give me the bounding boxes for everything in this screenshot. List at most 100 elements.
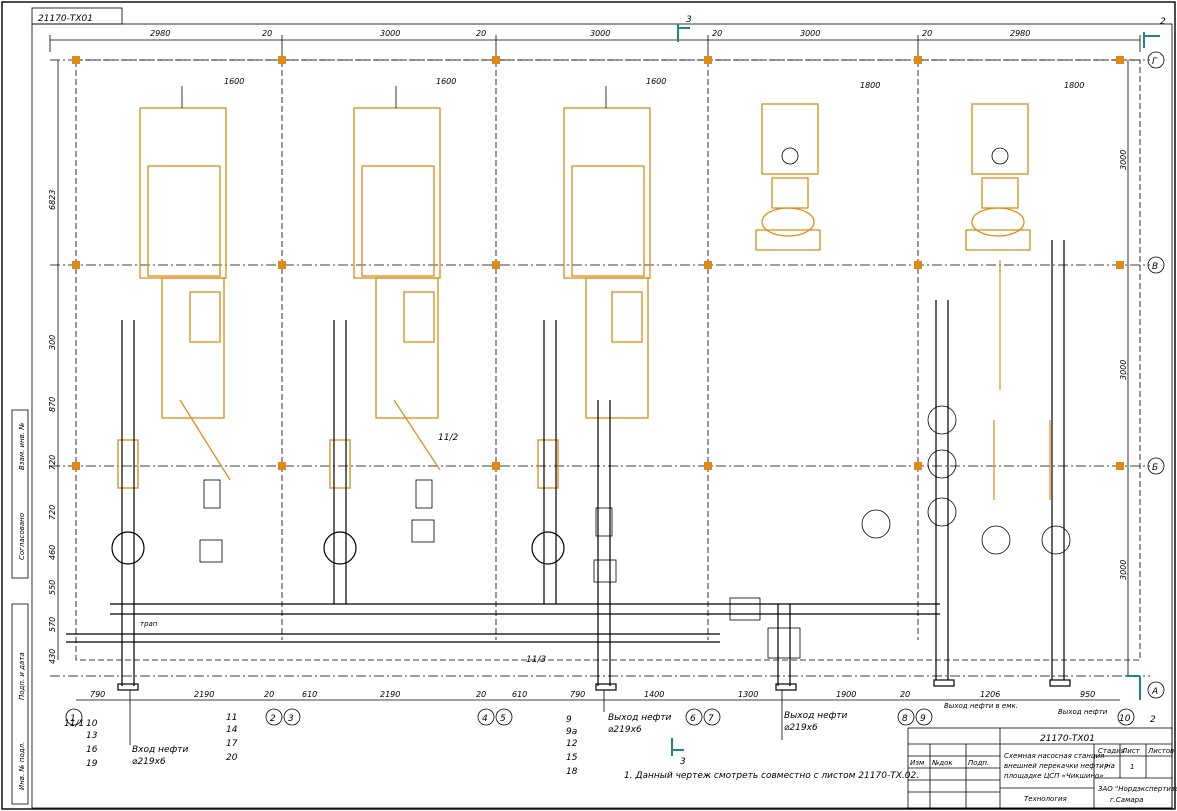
- svg-text:№док: №док: [931, 759, 953, 767]
- svg-text:460: 460: [48, 545, 57, 560]
- svg-text:3000: 3000: [1119, 560, 1128, 580]
- svg-text:6: 6: [690, 714, 696, 724]
- main-header-pipe: [66, 603, 940, 643]
- pump-unit-3: 1600: [531, 77, 666, 565]
- svg-text:11/3: 11/3: [526, 655, 546, 665]
- pump-unit-5: 1800: [965, 81, 1084, 251]
- left-dimensions: 6823 300 870 720 720 460 550 570 430: [48, 60, 59, 664]
- svg-text:21170-ТХ01: 21170-ТХ01: [38, 14, 93, 24]
- svg-text:площадке ЦСП «Чикшино»: площадке ЦСП «Чикшино»: [1004, 772, 1104, 780]
- svg-text:3000: 3000: [1119, 360, 1128, 380]
- svg-text:3: 3: [680, 757, 686, 767]
- building-grid: [50, 52, 1150, 677]
- svg-text:2190: 2190: [194, 690, 214, 699]
- svg-text:В: В: [1152, 262, 1158, 272]
- svg-text:10: 10: [86, 719, 98, 729]
- svg-text:1: 1: [1130, 763, 1134, 771]
- svg-text:300: 300: [48, 335, 57, 350]
- svg-text:Стадия: Стадия: [1098, 747, 1125, 755]
- svg-text:Схемная насосная станция: Схемная насосная станция: [1004, 752, 1104, 760]
- top-dimensions: 2980 20 3000 20 3000 20 3000 20 2980: [49, 29, 1141, 52]
- svg-text:5: 5: [500, 714, 506, 724]
- svg-text:7: 7: [708, 714, 714, 724]
- title-block: 21170-ТХ01 Схемная насосная станция внеш…: [907, 727, 1177, 809]
- valves-and-flanges: [199, 405, 1071, 659]
- svg-text:570: 570: [48, 617, 57, 632]
- vertical-pipes: [121, 240, 1065, 686]
- svg-text:1600: 1600: [224, 77, 244, 86]
- svg-text:19: 19: [86, 759, 98, 769]
- svg-text:Согласовано: Согласовано: [18, 513, 26, 560]
- svg-text:Взам. инв. №: Взам. инв. №: [18, 422, 26, 470]
- svg-text:3: 3: [288, 714, 294, 724]
- svg-text:Р: Р: [1104, 763, 1109, 771]
- svg-text:20: 20: [900, 690, 910, 699]
- svg-text:внешней перекачки нефти на: внешней перекачки нефти на: [1004, 762, 1115, 770]
- section-marker-bottom: 3: [671, 738, 686, 767]
- svg-text:20: 20: [476, 690, 486, 699]
- orange-pipes: [179, 260, 1051, 500]
- general-note: 1. Данный чертеж смотреть совместно с ли…: [624, 771, 919, 781]
- svg-text:1400: 1400: [644, 690, 664, 699]
- svg-text:ЗАО "Нордэкспертиза": ЗАО "Нордэкспертиза": [1098, 785, 1177, 793]
- svg-text:Выход нефти: Выход нефти: [784, 711, 848, 721]
- svg-text:2: 2: [270, 714, 276, 724]
- svg-text:20: 20: [264, 690, 274, 699]
- svg-text:2: 2: [1150, 715, 1156, 725]
- svg-text:9: 9: [920, 714, 926, 724]
- svg-text:1800: 1800: [1064, 81, 1084, 90]
- svg-text:20: 20: [262, 29, 272, 38]
- drawing-frame: [31, 23, 1173, 809]
- inlet-nozzles: [117, 679, 1071, 691]
- svg-text:430: 430: [48, 649, 57, 664]
- svg-text:⌀219х6: ⌀219х6: [608, 725, 642, 735]
- svg-text:Выход нефти: Выход нефти: [608, 713, 672, 723]
- svg-text:4: 4: [482, 714, 488, 724]
- svg-text:1: 1: [70, 714, 76, 724]
- svg-text:Листов: Листов: [1147, 747, 1174, 755]
- svg-text:трап: трап: [140, 620, 158, 628]
- callout-mid: 9 9а 12 15 18: [566, 715, 578, 777]
- svg-text:⌀219х6: ⌀219х6: [784, 723, 818, 733]
- svg-text:20: 20: [712, 29, 722, 38]
- svg-text:Изм: Изм: [910, 759, 925, 767]
- svg-text:790: 790: [90, 690, 105, 699]
- svg-text:3000: 3000: [800, 29, 820, 38]
- svg-text:3000: 3000: [1119, 150, 1128, 170]
- svg-text:Лист: Лист: [1121, 747, 1141, 755]
- svg-text:2190: 2190: [380, 690, 400, 699]
- svg-text:Технология: Технология: [1024, 795, 1067, 803]
- svg-text:9а: 9а: [566, 727, 577, 737]
- axis-markers-bottom: 1 2 3 4 5 6 7 8 9 10: [65, 708, 1135, 726]
- pump-unit-4: 1800: [755, 81, 880, 251]
- right-dimensions: 3000 3000 3000: [1119, 60, 1129, 676]
- svg-text:10: 10: [1119, 714, 1131, 724]
- flow-captions: Вход нефти ⌀219х6 Выход нефти ⌀219х6 Вых…: [129, 620, 1108, 767]
- svg-text:Выход нефти: Выход нефти: [1058, 708, 1108, 716]
- svg-text:Подп. и дата: Подп. и дата: [18, 652, 26, 700]
- svg-text:1206: 1206: [980, 690, 1000, 699]
- svg-text:1600: 1600: [646, 77, 666, 86]
- svg-text:⌀219х6: ⌀219х6: [132, 757, 166, 767]
- svg-text:3000: 3000: [590, 29, 610, 38]
- svg-text:14: 14: [226, 725, 238, 735]
- svg-text:Вход нефти: Вход нефти: [132, 745, 188, 755]
- svg-text:Г: Г: [1152, 57, 1158, 67]
- svg-text:11/2: 11/2: [438, 433, 458, 443]
- svg-text:1900: 1900: [836, 690, 856, 699]
- axis-markers-right: Г В Б А: [1147, 51, 1165, 699]
- svg-text:1800: 1800: [860, 81, 880, 90]
- svg-text:950: 950: [1080, 690, 1095, 699]
- svg-text:20: 20: [226, 753, 238, 763]
- section-marker-right: 2 2: [1126, 17, 1166, 725]
- svg-text:720: 720: [48, 505, 57, 520]
- side-stamp: Согласовано Взам. инв. № Инв. № подл. По…: [11, 409, 29, 805]
- svg-text:2980: 2980: [1010, 29, 1030, 38]
- svg-text:11/1: 11/1: [64, 719, 84, 729]
- svg-text:2: 2: [1160, 17, 1166, 27]
- svg-text:6823: 6823: [48, 190, 57, 210]
- svg-text:Выход нефти в емк.: Выход нефти в емк.: [944, 702, 1018, 710]
- svg-text:Подп.: Подп.: [968, 759, 989, 767]
